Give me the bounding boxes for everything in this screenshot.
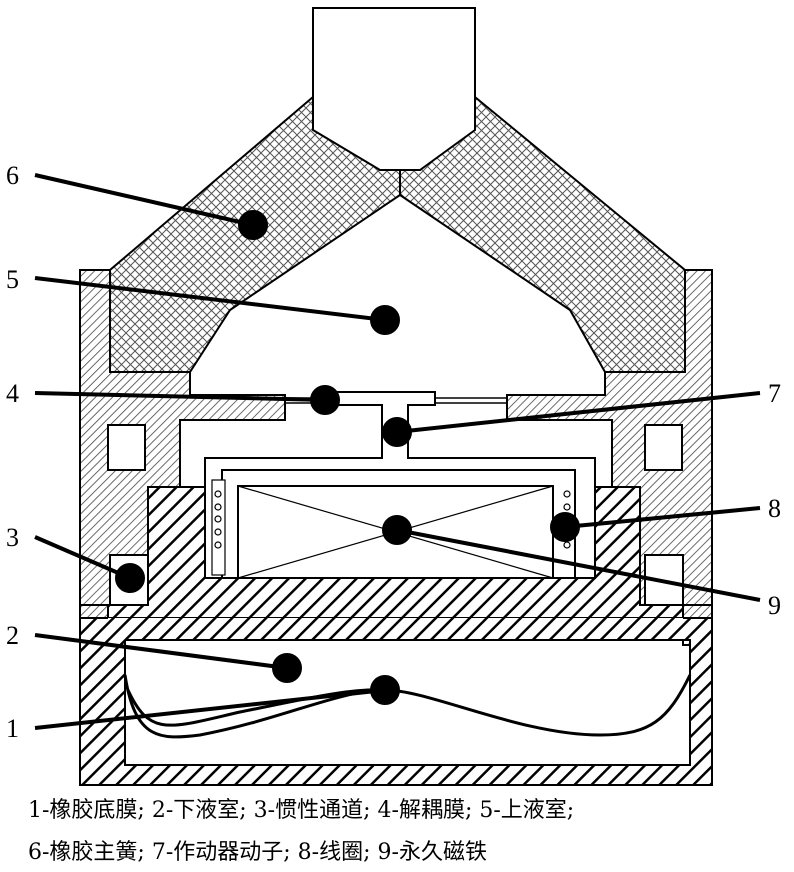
top-stem xyxy=(312,7,476,171)
rubber-bottom-membrane xyxy=(123,674,692,739)
label-9: 9 xyxy=(768,591,781,620)
bottom-cup xyxy=(79,617,713,786)
label-5: 5 xyxy=(6,265,19,294)
label-3: 3 xyxy=(6,523,19,552)
label-6: 6 xyxy=(6,161,19,190)
coil xyxy=(211,479,571,576)
caption-line-1: 1-橡胶底膜; 2-下液室; 3-惯性通道; 4-解耦膜; 5-上液室; xyxy=(28,798,575,823)
label-8: 8 xyxy=(768,494,781,523)
label-1: 1 xyxy=(6,714,19,743)
label-2: 2 xyxy=(6,621,19,650)
mount-cross-section-diagram: 6 5 4 7 8 9 3 2 1 xyxy=(6,7,781,786)
label-7: 7 xyxy=(768,379,781,408)
caption-line-2: 6-橡胶主簧; 7-作动器动子; 8-线圈; 9-永久磁铁 xyxy=(28,840,487,865)
leader-lines xyxy=(34,173,761,730)
label-4: 4 xyxy=(6,379,19,408)
